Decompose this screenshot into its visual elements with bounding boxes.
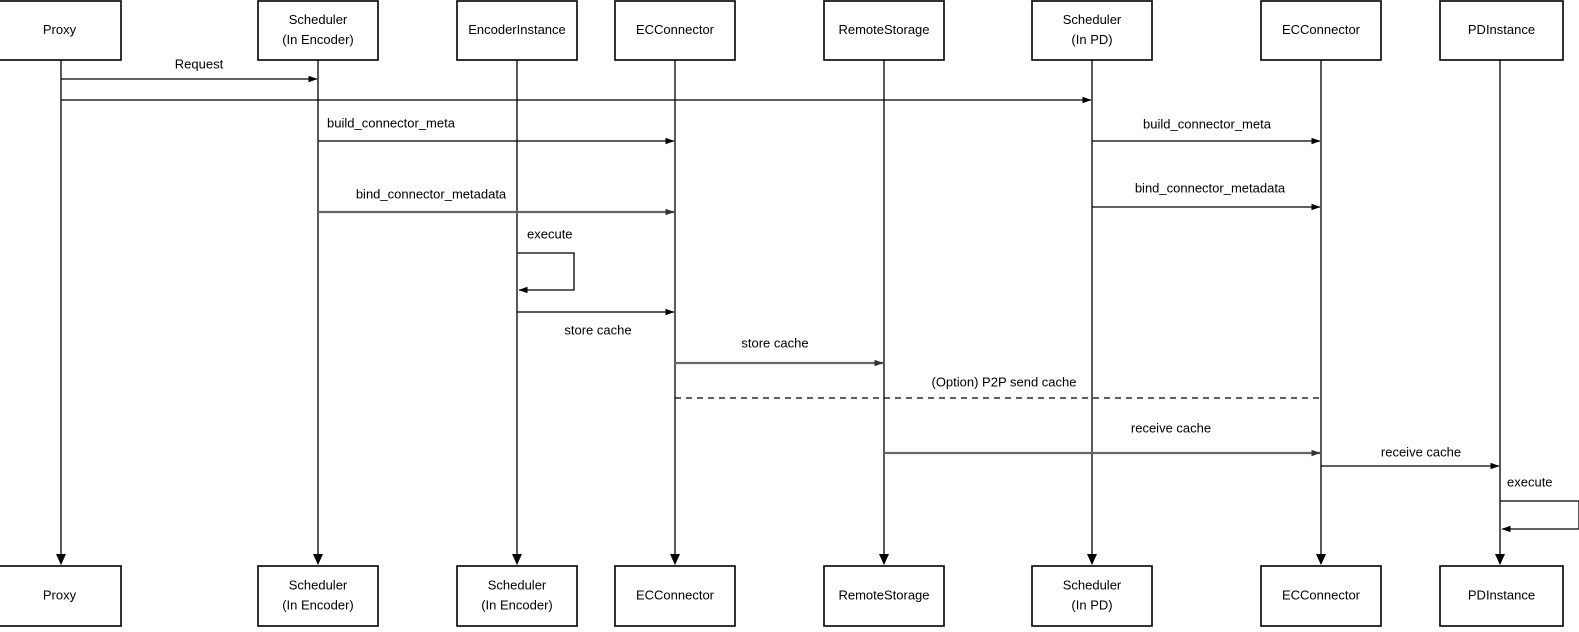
lifeline-end-arrow-remote (879, 554, 889, 565)
message-label-m11: receive cache (1381, 444, 1461, 459)
lifeline-end-arrow-ecc_right (1316, 554, 1326, 565)
message-m9[interactable]: (Option) P2P send cache (675, 374, 1320, 399)
lifeline-end-arrow-proxy (56, 554, 66, 565)
participant-footer-label-pd_inst: PDInstance (1468, 587, 1535, 602)
participant-footer-encoder_inst[interactable]: Scheduler (In Encoder) (456, 565, 578, 627)
message-label-m7: store cache (564, 322, 631, 337)
participant-footer-pd_inst[interactable]: PDInstance (1439, 565, 1564, 627)
message-m11[interactable]: receive cache (1321, 444, 1500, 470)
participant-header-label-sched_enc: Scheduler (289, 12, 348, 27)
message-m4[interactable]: build_connector_meta (1092, 116, 1321, 145)
participant-footer-box-pd_inst (1439, 565, 1564, 627)
participant-header-label-ecc_left: ECConnector (636, 22, 715, 37)
participant-header-proxy[interactable]: Proxy (0, 0, 122, 61)
participant-footer-remote[interactable]: RemoteStorage (823, 565, 945, 627)
participant-footer-sched_enc[interactable]: Scheduler (In Encoder) (257, 565, 379, 627)
participant-footer-label-encoder_inst: Scheduler (488, 577, 547, 592)
lifeline-end-arrow-pd_inst (1495, 554, 1505, 565)
participant-footer-box-sched_enc (257, 565, 379, 627)
message-label-m6: bind_connector_metadata (1135, 180, 1286, 195)
message-m10[interactable]: receive cache (884, 420, 1321, 457)
participant-footers-group: Proxy Scheduler (In Encoder) Scheduler (In E… (0, 565, 1564, 627)
message-label-m3: build_connector_meta (327, 115, 456, 130)
participant-header-pd_inst[interactable]: PDInstance (1439, 0, 1564, 61)
self-message-label-s2: execute (1507, 474, 1553, 489)
participant-header-sched_enc[interactable]: Scheduler (In Encoder) (257, 0, 379, 61)
participant-footer-box-ecc_left (614, 565, 736, 627)
message-label-m9: (Option) P2P send cache (931, 374, 1076, 389)
participant-footer-label-ecc_left: ECConnector (636, 587, 715, 602)
message-label-m10: receive cache (1131, 420, 1211, 435)
participant-header-ecc_right[interactable]: ECConnector (1260, 0, 1382, 61)
participant-footer-box-proxy (0, 565, 122, 627)
participant-footer-proxy[interactable]: Proxy (0, 565, 122, 627)
participant-footer-label-sched_pd: Scheduler (1063, 577, 1122, 592)
participant-footer-box-ecc_right (1260, 565, 1382, 627)
participant-footer-box-sched_pd (1031, 565, 1153, 627)
participant-footer-label-sched_enc: Scheduler (289, 577, 348, 592)
lifeline-end-arrow-encoder_inst (512, 554, 522, 565)
lifeline-end-arrow-ecc_left (670, 554, 680, 565)
participant-header-ecc_left[interactable]: ECConnector (614, 0, 736, 61)
message-label-m1: Request (175, 56, 224, 71)
participant-footer-sublabel-encoder_inst: (In Encoder) (481, 597, 553, 612)
message-m7[interactable]: store cache (517, 308, 675, 337)
participant-header-sched_pd[interactable]: Scheduler (In PD) (1031, 0, 1153, 61)
participant-headers-group: Proxy Scheduler (In Encoder) EncoderInstanc… (0, 0, 1564, 61)
participant-header-box-sched_enc (257, 0, 379, 61)
message-label-m5: bind_connector_metadata (356, 186, 507, 201)
participant-footer-label-ecc_right: ECConnector (1282, 587, 1361, 602)
participant-header-box-pd_inst (1439, 0, 1564, 61)
self-message-s1[interactable]: execute (517, 226, 575, 294)
participant-header-sublabel-sched_enc: (In Encoder) (282, 32, 354, 47)
participant-header-label-sched_pd: Scheduler (1063, 12, 1122, 27)
message-m3[interactable]: build_connector_meta (318, 115, 675, 145)
participant-header-sublabel-sched_pd: (In PD) (1071, 32, 1112, 47)
message-label-m8: store cache (741, 335, 808, 350)
message-m1[interactable]: Request (61, 56, 318, 83)
message-m6[interactable]: bind_connector_metadata (1092, 180, 1321, 211)
participant-header-label-proxy: Proxy (43, 22, 77, 37)
participant-header-box-sched_pd (1031, 0, 1153, 61)
participant-footer-label-proxy: Proxy (43, 587, 77, 602)
self-messages-group: execute execute (517, 226, 1579, 533)
participant-header-box-ecc_right (1260, 0, 1382, 61)
message-m8[interactable]: store cache (675, 335, 884, 367)
message-m5[interactable]: bind_connector_metadata (318, 186, 675, 216)
participant-header-label-pd_inst: PDInstance (1468, 22, 1535, 37)
participant-footer-box-encoder_inst (456, 565, 578, 627)
lifeline-end-arrow-sched_enc (313, 554, 323, 565)
participant-header-box-remote (823, 0, 945, 61)
participant-header-label-encoder_inst: EncoderInstance (468, 22, 566, 37)
participant-header-box-proxy (0, 0, 122, 61)
self-message-path-s2 (1500, 500, 1579, 533)
participant-header-label-remote: RemoteStorage (838, 22, 929, 37)
participant-header-box-ecc_left (614, 0, 736, 61)
participant-footer-ecc_left[interactable]: ECConnector (614, 565, 736, 627)
self-message-s2[interactable]: execute (1500, 474, 1579, 533)
self-message-label-s1: execute (527, 226, 573, 241)
message-label-m4: build_connector_meta (1143, 116, 1272, 131)
self-message-path-s1 (517, 252, 575, 294)
participant-header-box-encoder_inst (456, 0, 578, 61)
participant-footer-sublabel-sched_pd: (In PD) (1071, 597, 1112, 612)
lifeline-end-arrow-sched_pd (1087, 554, 1097, 565)
participant-footer-ecc_right[interactable]: ECConnector (1260, 565, 1382, 627)
participant-header-encoder_inst[interactable]: EncoderInstance (456, 0, 578, 61)
participant-header-label-ecc_right: ECConnector (1282, 22, 1361, 37)
messages-group: Request build_connector_meta build_connect… (61, 56, 1500, 470)
participant-footer-sublabel-sched_enc: (In Encoder) (282, 597, 354, 612)
participant-footer-label-remote: RemoteStorage (838, 587, 929, 602)
participant-footer-sched_pd[interactable]: Scheduler (In PD) (1031, 565, 1153, 627)
participant-header-remote[interactable]: RemoteStorage (823, 0, 945, 61)
lifelines-group (56, 60, 1505, 565)
participant-footer-box-remote (823, 565, 945, 627)
